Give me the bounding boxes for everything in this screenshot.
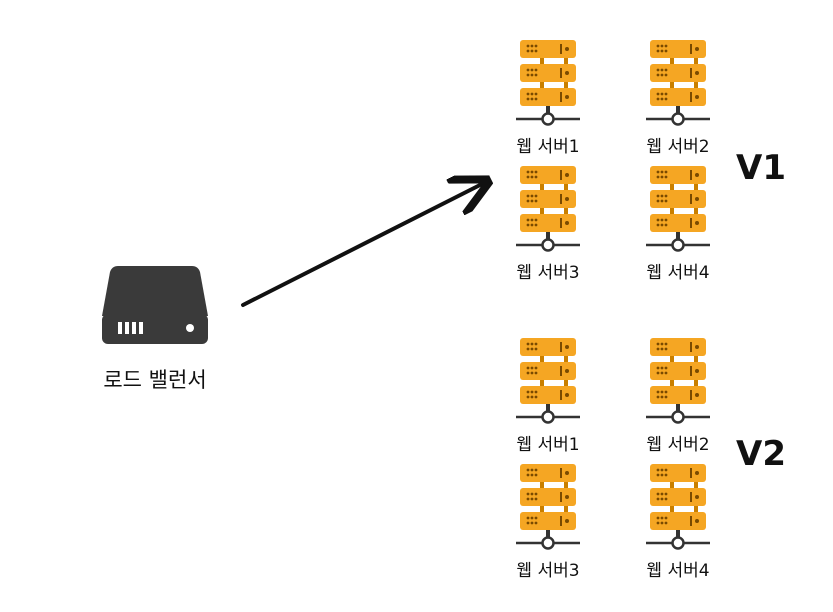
server-icon: [646, 338, 710, 424]
server-icon: [516, 464, 580, 550]
server-v2-4: 웹 서버4: [638, 464, 718, 581]
server-v1-3: 웹 서버3: [508, 166, 588, 283]
server-icon: [516, 166, 580, 252]
server-label: 웹 서버4: [646, 561, 710, 581]
server-v1-2: 웹 서버2: [638, 40, 718, 157]
server-label: 웹 서버3: [516, 263, 580, 283]
server-icon: [516, 338, 580, 424]
load-balancer-label: 로드 밸런서: [103, 368, 207, 392]
server-icon: [646, 464, 710, 550]
server-v2-1: 웹 서버1: [508, 338, 588, 455]
server-v1-1: 웹 서버1: [508, 40, 588, 157]
server-v2-3: 웹 서버3: [508, 464, 588, 581]
load-balancer-icon: [100, 262, 210, 346]
server-label: 웹 서버2: [646, 435, 710, 455]
server-label: 웹 서버3: [516, 561, 580, 581]
server-icon: [646, 166, 710, 252]
server-label: 웹 서버1: [516, 435, 580, 455]
server-v2-2: 웹 서버2: [638, 338, 718, 455]
server-label: 웹 서버2: [646, 137, 710, 157]
version-label-v2: V2: [736, 434, 786, 474]
version-label-v1: V1: [736, 148, 786, 188]
server-label: 웹 서버4: [646, 263, 710, 283]
server-label: 웹 서버1: [516, 137, 580, 157]
server-icon: [516, 40, 580, 126]
server-v1-4: 웹 서버4: [638, 166, 718, 283]
server-icon: [646, 40, 710, 126]
